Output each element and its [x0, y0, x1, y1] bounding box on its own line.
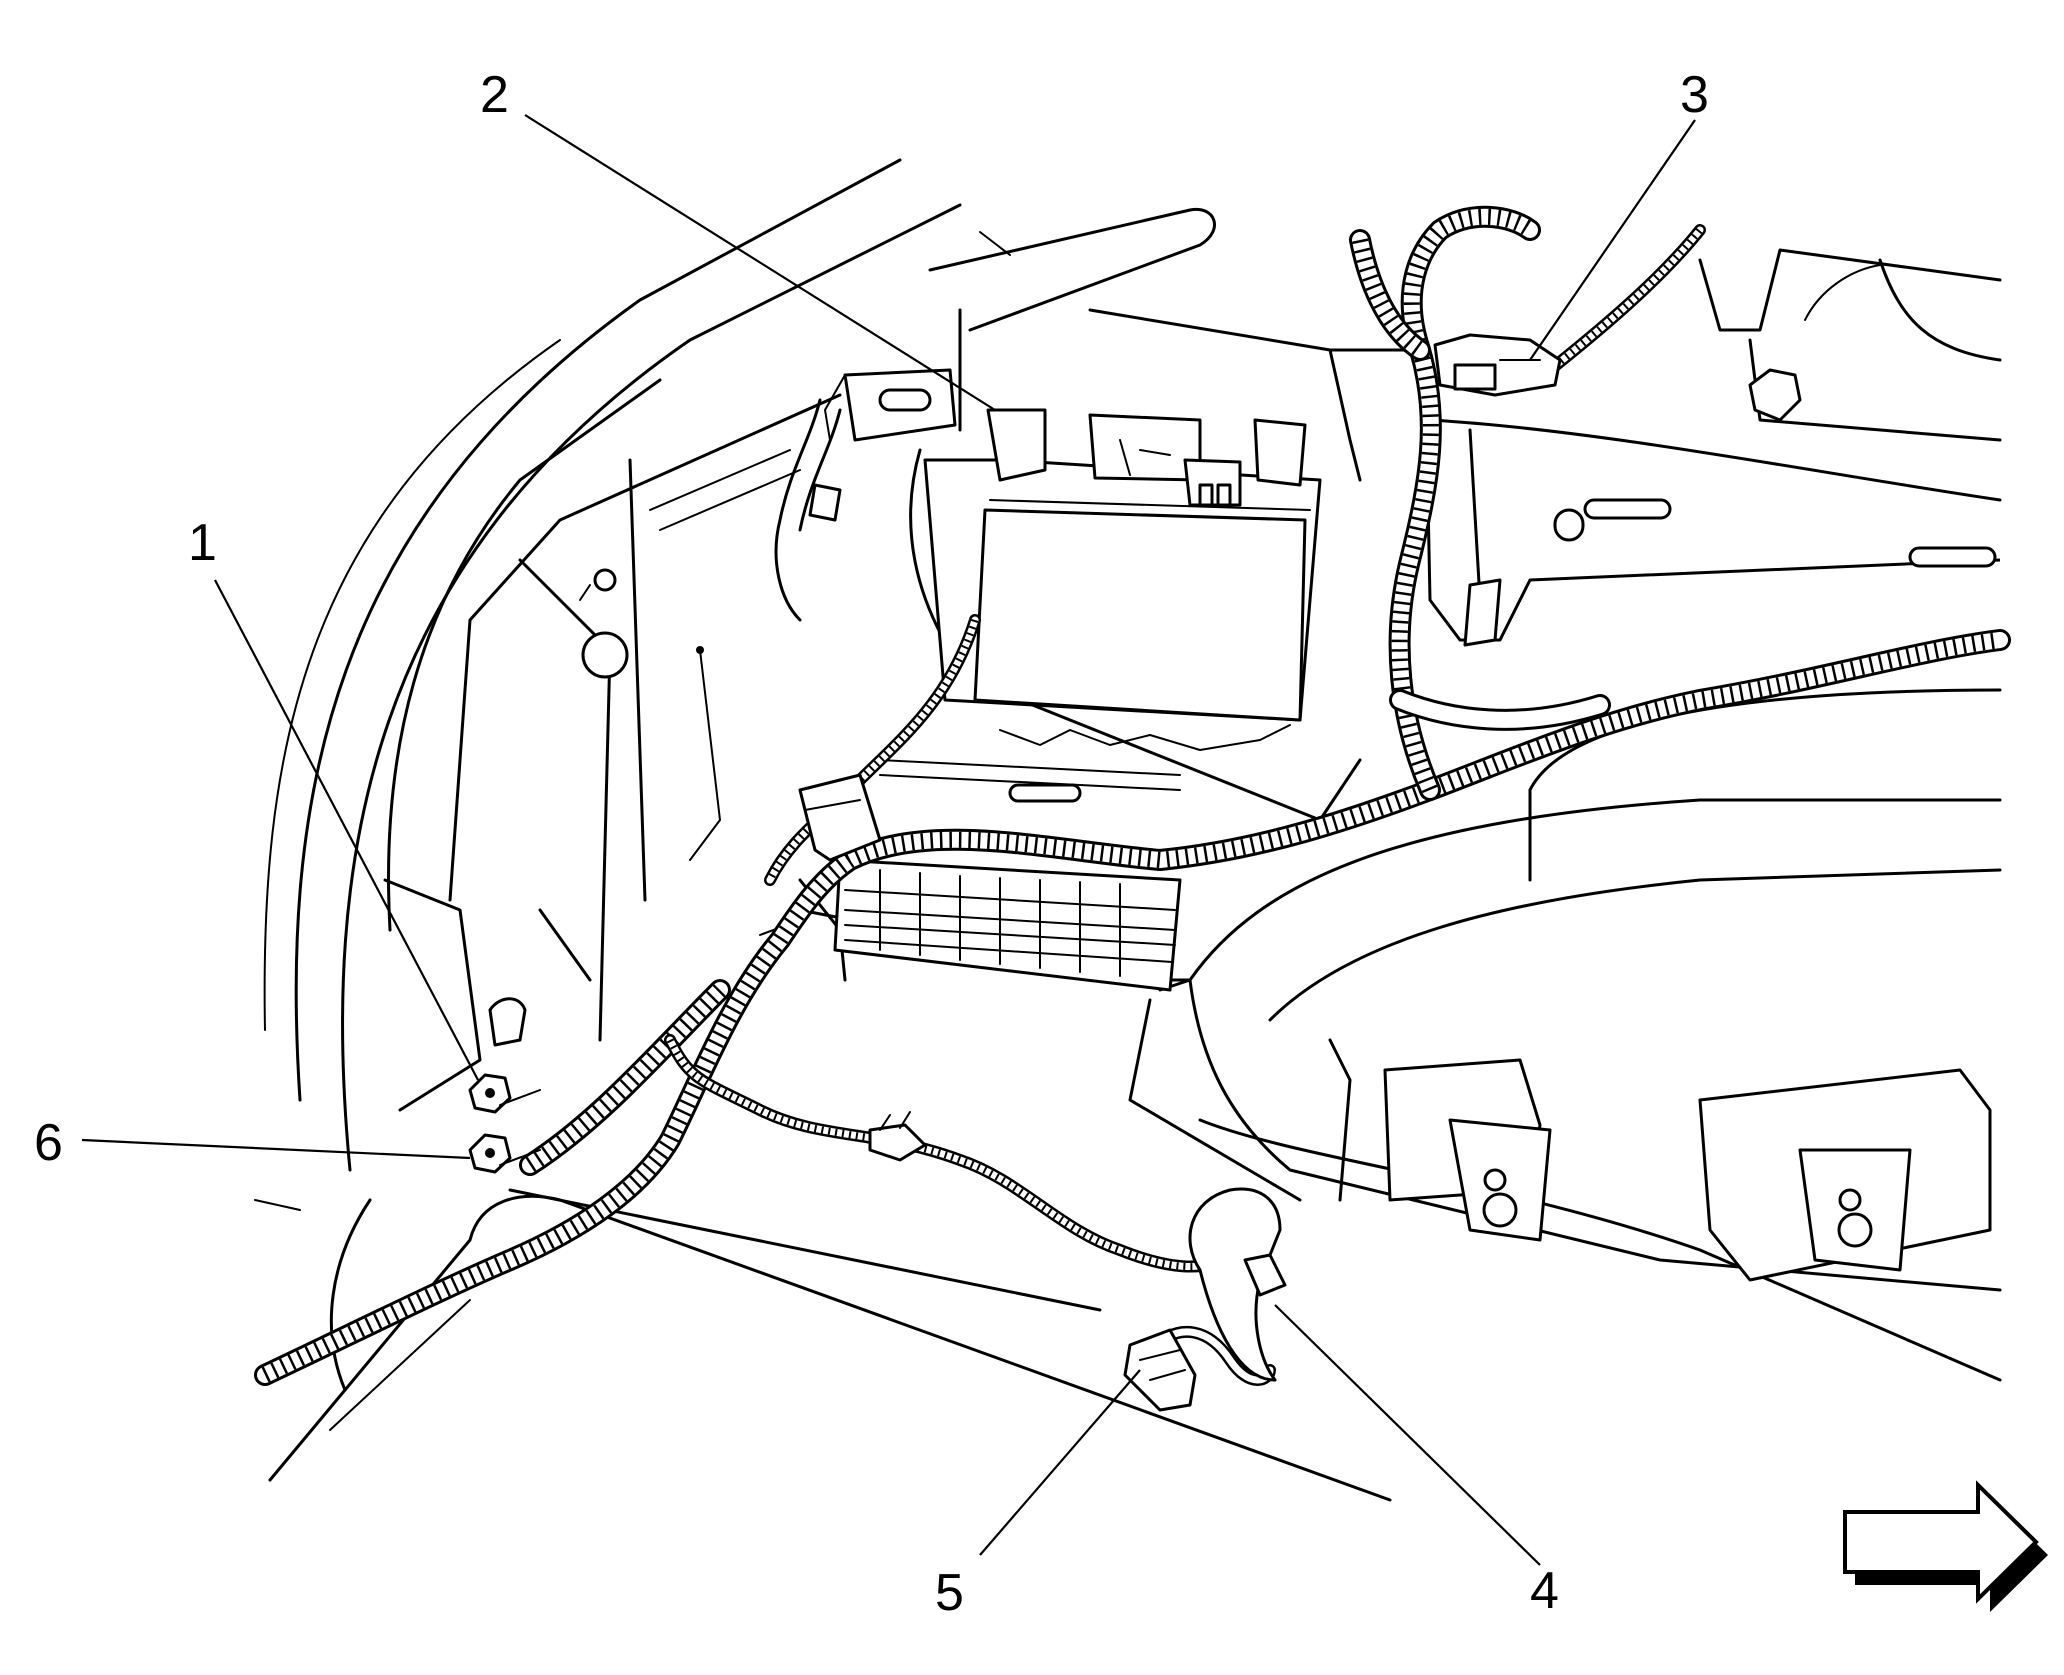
- callout-3: 3: [1680, 66, 1709, 124]
- callout-2: 2: [480, 66, 509, 124]
- callout-5: 5: [935, 1564, 964, 1622]
- callout-1: 1: [188, 514, 217, 572]
- connector-5: [1123, 1328, 1197, 1412]
- main-control-module: [879, 408, 1322, 803]
- body-panel-outlines: [254, 158, 1392, 1502]
- ribbed-bracket: [833, 858, 1182, 992]
- connector-3: [1433, 333, 1562, 397]
- leader-lines: [81, 114, 1696, 1566]
- callout-6: 6: [34, 1114, 63, 1172]
- rear-housing: [1423, 248, 2002, 647]
- callout-labels: 1 2 3 4 5 6: [34, 66, 1709, 1622]
- connector-4: [1188, 1187, 1287, 1382]
- harness-inline-connector: [798, 773, 882, 862]
- antenna-wire-splice: [868, 1111, 927, 1162]
- main-wiring-harness: [254, 205, 2011, 1386]
- ground-fasteners: [468, 997, 541, 1174]
- antenna-wire: [664, 224, 1706, 1386]
- right-arrow-icon: [1843, 1480, 2048, 1612]
- floor-clips: [1383, 1058, 1992, 1282]
- callout-4: 4: [1530, 1562, 1559, 1620]
